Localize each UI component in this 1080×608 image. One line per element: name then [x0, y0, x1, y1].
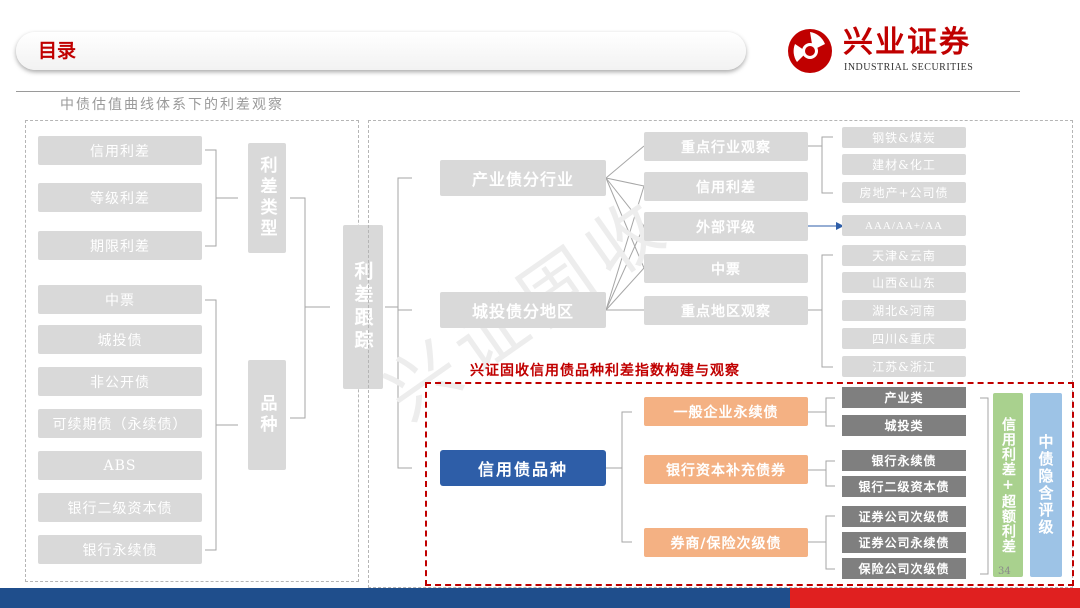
- dark-item: 保险公司次级债: [842, 558, 966, 579]
- variety-item: 城投债: [38, 325, 202, 354]
- variety-group-label: 品种: [248, 360, 286, 470]
- variety-item: ABS: [38, 451, 202, 480]
- spread-item: 信用利差: [38, 136, 202, 165]
- variety-item: 可续期债（永续债）: [38, 409, 202, 438]
- region-item: 四川&重庆: [842, 328, 966, 349]
- mid-item: 重点地区观察: [644, 296, 808, 325]
- mid-item: 中票: [644, 254, 808, 283]
- credit-bond-variety-label: 信用债品种: [440, 450, 606, 486]
- industry-label: 产业债分行业: [440, 160, 606, 196]
- page-number: 34: [998, 566, 1011, 577]
- dark-item: 证券公司永续债: [842, 532, 966, 553]
- variety-item: 银行永续债: [38, 535, 202, 564]
- variety-item: 中票: [38, 285, 202, 314]
- subtitle: 中债估值曲线体系下的利差观察: [60, 97, 284, 113]
- variety-item: 非公开债: [38, 367, 202, 396]
- dark-item: 银行永续债: [842, 450, 966, 471]
- dark-item: 城投类: [842, 415, 966, 436]
- logo-mark-icon: [788, 29, 832, 73]
- industry-item: 房地产+公司债: [842, 182, 966, 203]
- logo-cn: 兴业证券: [843, 25, 971, 60]
- implied-rating-label: 中债隐含评级: [1030, 393, 1062, 577]
- dark-item: 证券公司次级债: [842, 506, 966, 527]
- region-item: 湖北&河南: [842, 300, 966, 321]
- region-item: 江苏&浙江: [842, 356, 966, 377]
- mid-item: 重点行业观察: [644, 132, 808, 161]
- logo-en: INDUSTRIAL SECURITIES: [844, 62, 974, 73]
- logo: 兴业证券 INDUSTRIAL SECURITIES: [785, 24, 1015, 80]
- highlight-title: 兴证固收信用债品种利差指数构建与观察: [470, 363, 740, 379]
- industry-item: 建材&化工: [842, 154, 966, 175]
- region-label: 城投债分地区: [440, 292, 606, 328]
- industry-item: 钢铁&煤炭: [842, 127, 966, 148]
- rating-item: AAA/AA+/AA: [842, 215, 966, 236]
- right-panel: [368, 120, 1073, 588]
- variety-item: 银行二级资本债: [38, 493, 202, 522]
- highlight-frame: [425, 382, 1074, 586]
- region-item: 天津&云南: [842, 245, 966, 266]
- spread-item: 期限利差: [38, 231, 202, 260]
- footer-bar-blue: [0, 588, 790, 608]
- mid-item: 外部评级: [644, 212, 808, 241]
- region-item: 山西&山东: [842, 272, 966, 293]
- footer-bar-red: [790, 588, 1080, 608]
- mid-item: 信用利差: [644, 172, 808, 201]
- orange-item: 券商/保险次级债: [644, 528, 808, 557]
- dark-item: 银行二级资本债: [842, 476, 966, 497]
- spread-excess-label: 信用利差+超额利差: [993, 393, 1023, 577]
- spread-group-label: 利差类型: [248, 143, 286, 253]
- orange-item: 一般企业永续债: [644, 397, 808, 426]
- header-divider: [16, 91, 1020, 92]
- orange-item: 银行资本补充债券: [644, 455, 808, 484]
- page-title: 目录: [38, 40, 77, 62]
- dark-item: 产业类: [842, 387, 966, 408]
- title-bar: [16, 32, 746, 70]
- spread-item: 等级利差: [38, 183, 202, 212]
